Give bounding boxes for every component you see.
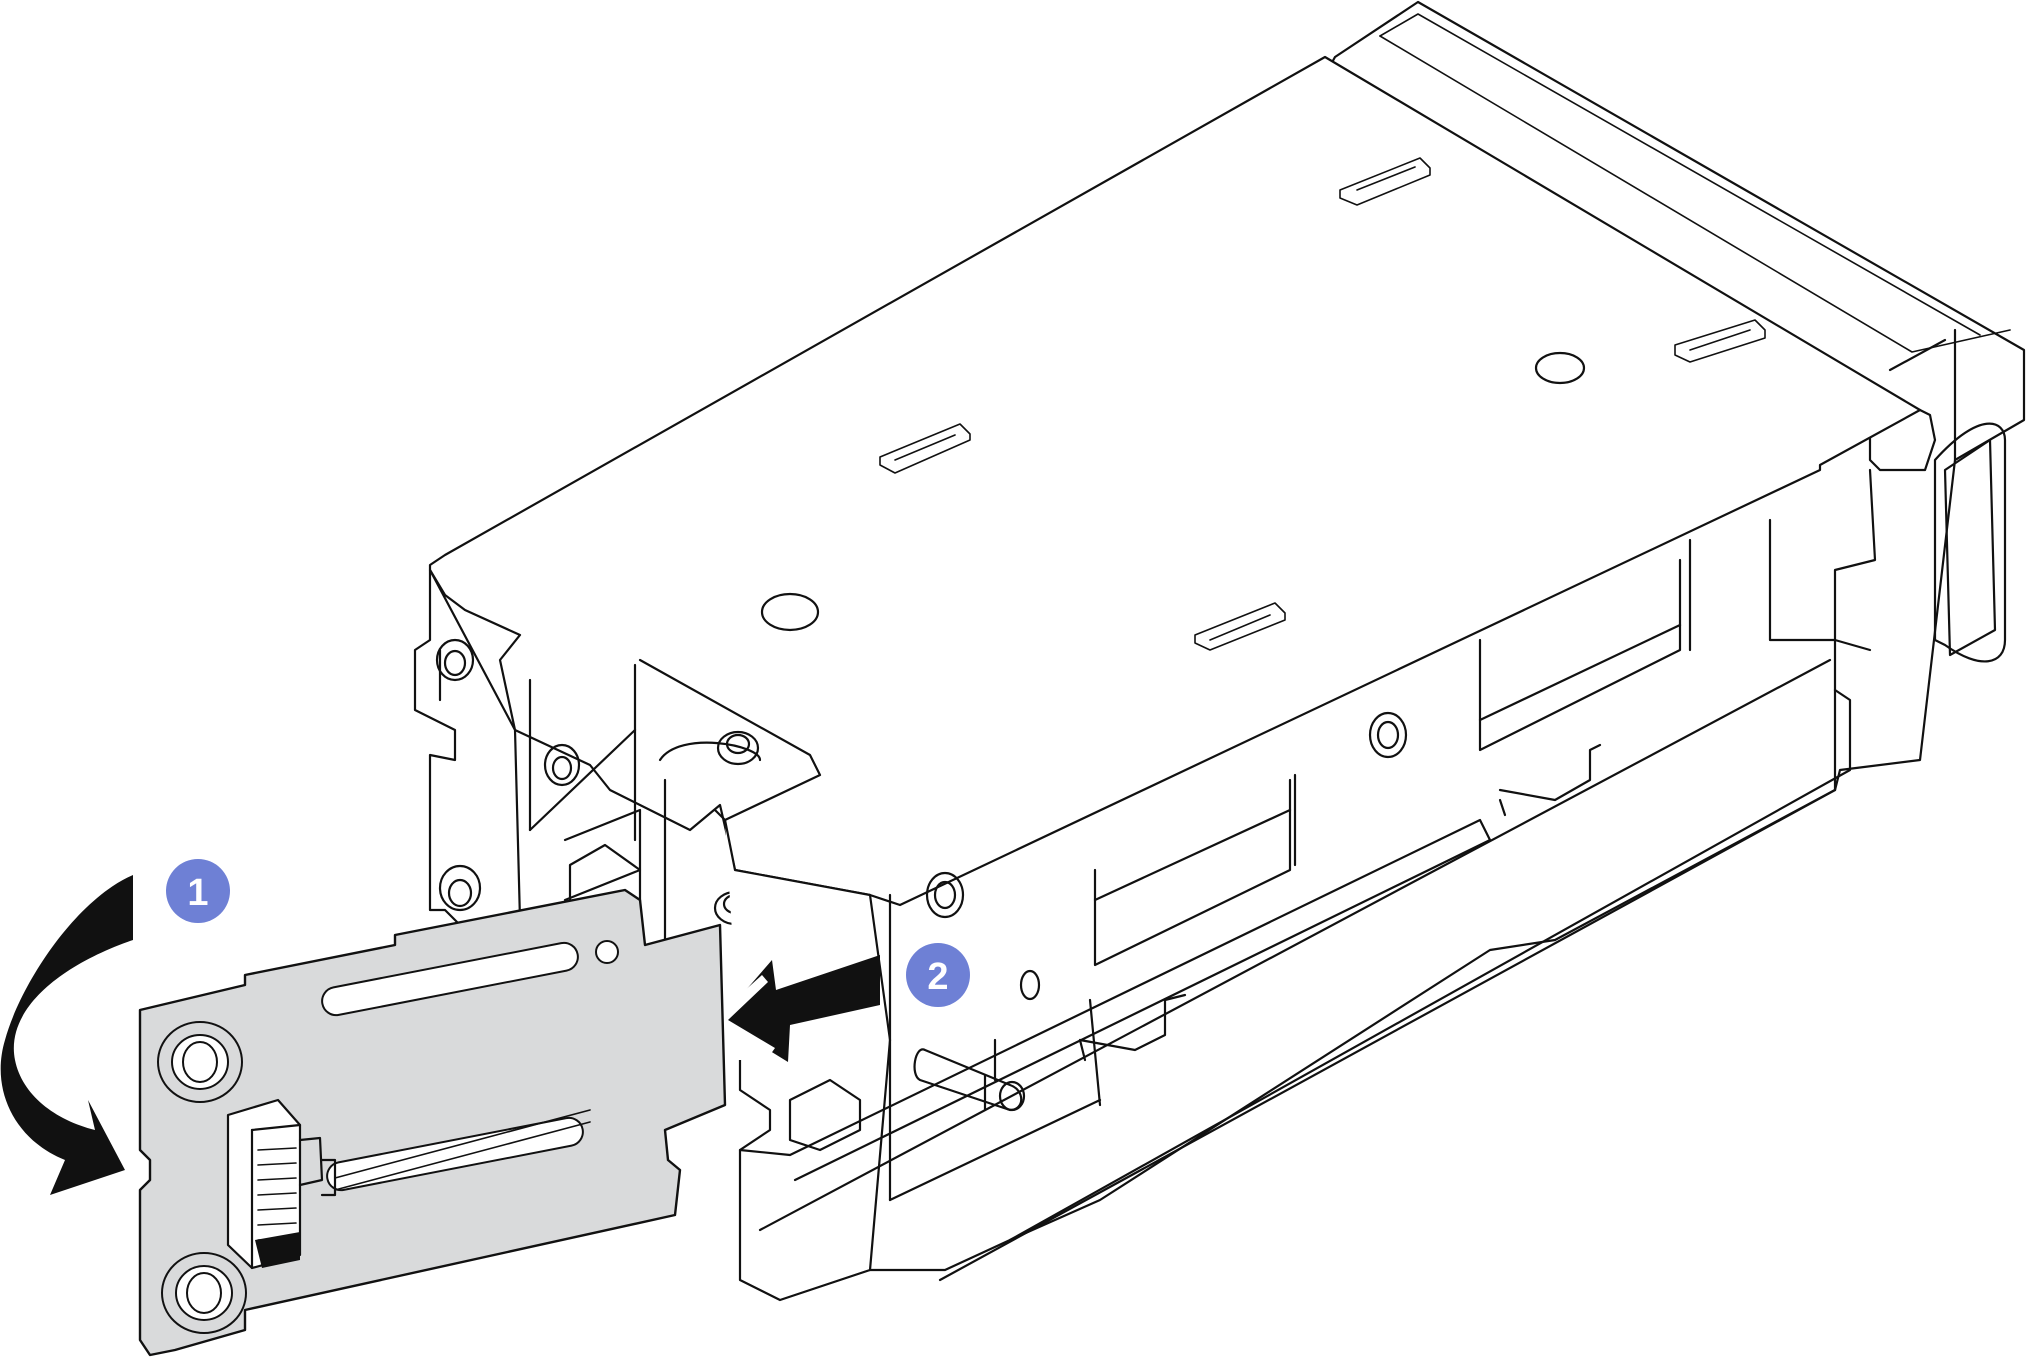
connector xyxy=(226,1098,591,1270)
step-1-badge: 1 xyxy=(166,859,230,923)
drive-cage xyxy=(413,0,2026,1302)
rotate-icon xyxy=(0,875,133,1195)
backplane-board xyxy=(138,888,727,1357)
arrow-left-icon xyxy=(712,955,880,1062)
step-2-number: 2 xyxy=(927,956,948,998)
step-1-number: 1 xyxy=(187,872,208,914)
mounting-screw xyxy=(161,1252,247,1334)
step-2-badge: 2 xyxy=(906,943,970,1007)
mounting-screw xyxy=(157,1021,243,1103)
